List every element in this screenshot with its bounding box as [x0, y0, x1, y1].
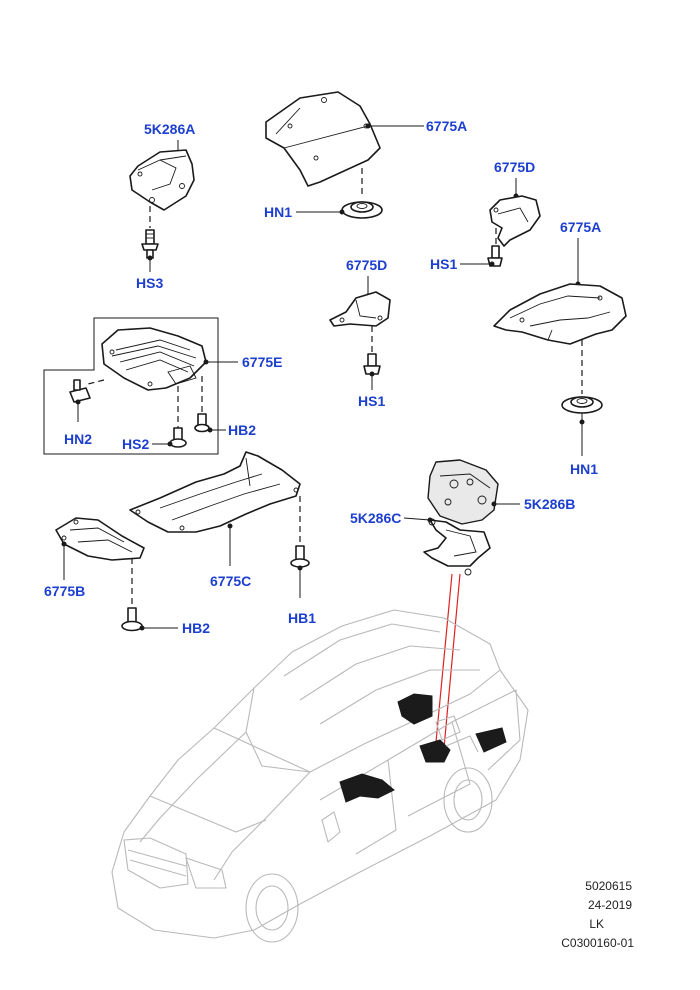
label-hb1: HB1 — [288, 610, 316, 626]
label-6775a-right: 6775A — [560, 219, 601, 235]
label-hb2-upper: HB2 — [228, 422, 256, 438]
stud-hs3[interactable] — [141, 229, 159, 259]
heat-shield-6775e[interactable] — [101, 327, 207, 391]
heat-shield-6775d-right[interactable] — [489, 195, 541, 247]
label-6775d-right: 6775D — [494, 159, 535, 175]
bracket-5k286c[interactable] — [423, 518, 491, 576]
label-5k286b: 5K286B — [524, 496, 575, 512]
label-5k286a: 5K286A — [144, 121, 195, 137]
label-hn2: HN2 — [64, 431, 92, 447]
label-hs1-mid: HS1 — [358, 393, 385, 409]
label-hn1-top: HN1 — [264, 204, 292, 220]
heat-shield-6775d-mid[interactable] — [329, 291, 391, 327]
grommet-hn1-top[interactable] — [341, 201, 383, 219]
heat-shield-6775c[interactable] — [129, 451, 301, 533]
heat-shield-5k286b[interactable] — [427, 459, 499, 525]
stud-hs1-mid[interactable] — [363, 353, 381, 375]
reference-number: 5020615 — [585, 879, 632, 893]
highlight-leader-left — [435, 573, 453, 743]
label-hs2: HS2 — [122, 436, 149, 452]
stud-hs1-right[interactable] — [487, 245, 503, 267]
reference-date: 24-2019 — [588, 898, 632, 912]
heat-shield-6775a-top[interactable] — [265, 91, 381, 187]
heat-shield-6775b[interactable] — [55, 517, 145, 561]
label-6775e: 6775E — [242, 354, 282, 370]
group-frame-6775e — [43, 317, 219, 455]
label-hs3: HS3 — [136, 275, 163, 291]
label-6775d-mid: 6775D — [346, 257, 387, 273]
vehicle-ghost-view — [111, 609, 529, 943]
bolt-hb2-lower[interactable] — [121, 607, 143, 632]
label-hn1-right: HN1 — [570, 461, 598, 477]
label-6775b: 6775B — [44, 583, 85, 599]
label-hs1-right: HS1 — [430, 256, 457, 272]
reference-market: LK — [589, 917, 604, 931]
bolt-hb1[interactable] — [290, 545, 310, 568]
label-hb2-lower: HB2 — [182, 620, 210, 636]
heat-shield-6775a-right[interactable] — [493, 283, 627, 345]
bolt-hb2-upper[interactable] — [194, 413, 210, 433]
bracket-5k286a[interactable] — [129, 149, 195, 211]
label-6775c: 6775C — [210, 573, 251, 589]
clip-hn2[interactable] — [69, 379, 91, 403]
reference-block: 5020615 24-2019 LK C0300160-01 — [561, 879, 634, 950]
grommet-hn1-right[interactable] — [561, 396, 603, 414]
label-6775a-top: 6775A — [426, 118, 467, 134]
label-5k286c: 5K286C — [350, 510, 401, 526]
reference-illustration-code: C0300160-01 — [561, 936, 634, 950]
